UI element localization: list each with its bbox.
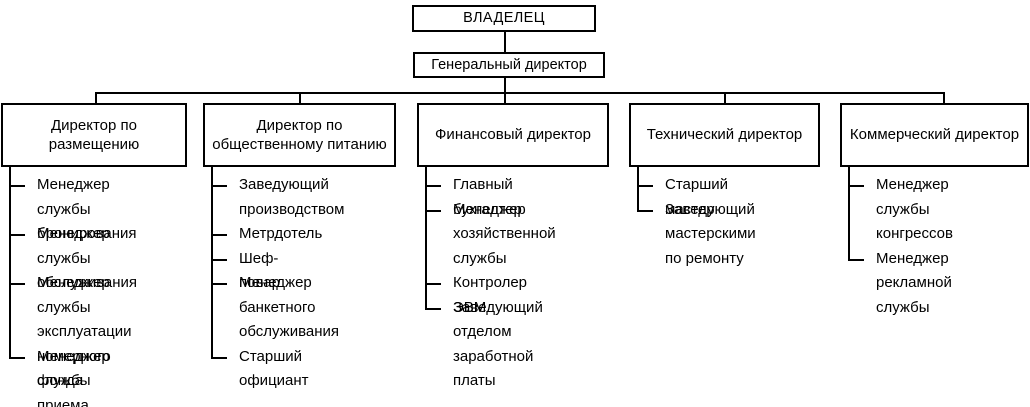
bracket-stem: [848, 167, 850, 261]
connector-drop-2: [299, 92, 301, 105]
list-item[interactable]: Менеджер службы бронирования: [37, 176, 137, 242]
node-director-4[interactable]: Технический директор: [629, 103, 820, 167]
list-item[interactable]: Менеджер банкетного обслуживания: [239, 274, 340, 340]
connector-gm-to-bus: [504, 77, 506, 93]
node-director-3-label: Финансовый директор: [435, 126, 591, 144]
list-item[interactable]: Менеджер службы эксплуатации номерного ф…: [37, 274, 132, 389]
connector-bus: [95, 92, 945, 94]
node-general-manager[interactable]: Генеральный директор: [413, 52, 605, 78]
node-director-4-label: Технический директор: [646, 126, 803, 144]
list-item-tick: [425, 185, 441, 187]
list-item-tick: [637, 185, 653, 187]
list-item[interactable]: Шеф-повар: [239, 249, 280, 292]
node-director-1-label: Директор по размещению: [48, 116, 140, 153]
list-item-tick: [848, 185, 864, 187]
connector-drop-3: [504, 92, 506, 105]
list-item[interactable]: Контролер ЭВМ: [453, 274, 528, 316]
list-item[interactable]: Менеджер службы конгрессов: [876, 176, 953, 242]
bracket-stem: [637, 167, 639, 212]
list-item[interactable]: Менеджер службы обслуживания: [37, 225, 138, 291]
list-item-tick: [425, 283, 441, 285]
node-director-2[interactable]: Директор по общественному питанию: [203, 103, 396, 167]
list-item[interactable]: Заведующий отделом заработной платы: [453, 298, 543, 390]
list-item-tick: [211, 283, 227, 285]
connector-drop-5: [943, 92, 945, 105]
list-item[interactable]: Менеджер хозяйственной службы: [453, 200, 556, 267]
list-item-tick: [848, 258, 864, 261]
list-item-tick: [9, 234, 25, 236]
list-item-tick: [9, 283, 25, 285]
node-general-manager-label: Генеральный директор: [431, 56, 587, 73]
list-item[interactable]: Заведующий мастерскими по ремонту: [665, 200, 756, 267]
bracket-stem: [211, 167, 213, 359]
list-item-tick: [211, 185, 227, 187]
list-item-tick: [9, 185, 25, 187]
list-item[interactable]: Менеджер службы приема и расчетной части: [37, 347, 110, 407]
connector-drop-4: [724, 92, 726, 105]
list-item-tick: [425, 209, 441, 212]
list-item[interactable]: Заведующий производством: [239, 176, 345, 218]
list-item-tick: [211, 356, 227, 359]
list-item[interactable]: Старший мастер: [665, 176, 729, 218]
list-item-tick: [425, 307, 441, 310]
connector-drop-1: [95, 92, 97, 105]
list-item-tick: [211, 234, 227, 236]
node-owner[interactable]: ВЛАДЕЛЕЦ: [412, 5, 596, 32]
bracket-stem: [9, 167, 11, 359]
list-item[interactable]: Менеджер рекламной службы: [876, 249, 952, 316]
bracket-stem: [425, 167, 427, 310]
node-director-3[interactable]: Финансовый директор: [417, 103, 609, 167]
node-director-5-label: Коммерческий директор: [849, 126, 1020, 144]
node-director-5[interactable]: Коммерческий директор: [840, 103, 1029, 167]
list-item-tick: [9, 356, 25, 359]
connector-owner-to-gm: [504, 31, 506, 53]
list-item[interactable]: Метрдотель: [239, 225, 323, 242]
node-owner-label: ВЛАДЕЛЕЦ: [463, 10, 545, 27]
list-item-tick: [211, 258, 227, 261]
node-director-1[interactable]: Директор по размещению: [1, 103, 187, 167]
list-item[interactable]: Старший официант: [239, 347, 309, 390]
node-director-2-label: Директор по общественному питанию: [212, 116, 387, 153]
list-item-tick: [637, 209, 653, 212]
list-item[interactable]: Главный бухгалтер: [453, 176, 522, 218]
